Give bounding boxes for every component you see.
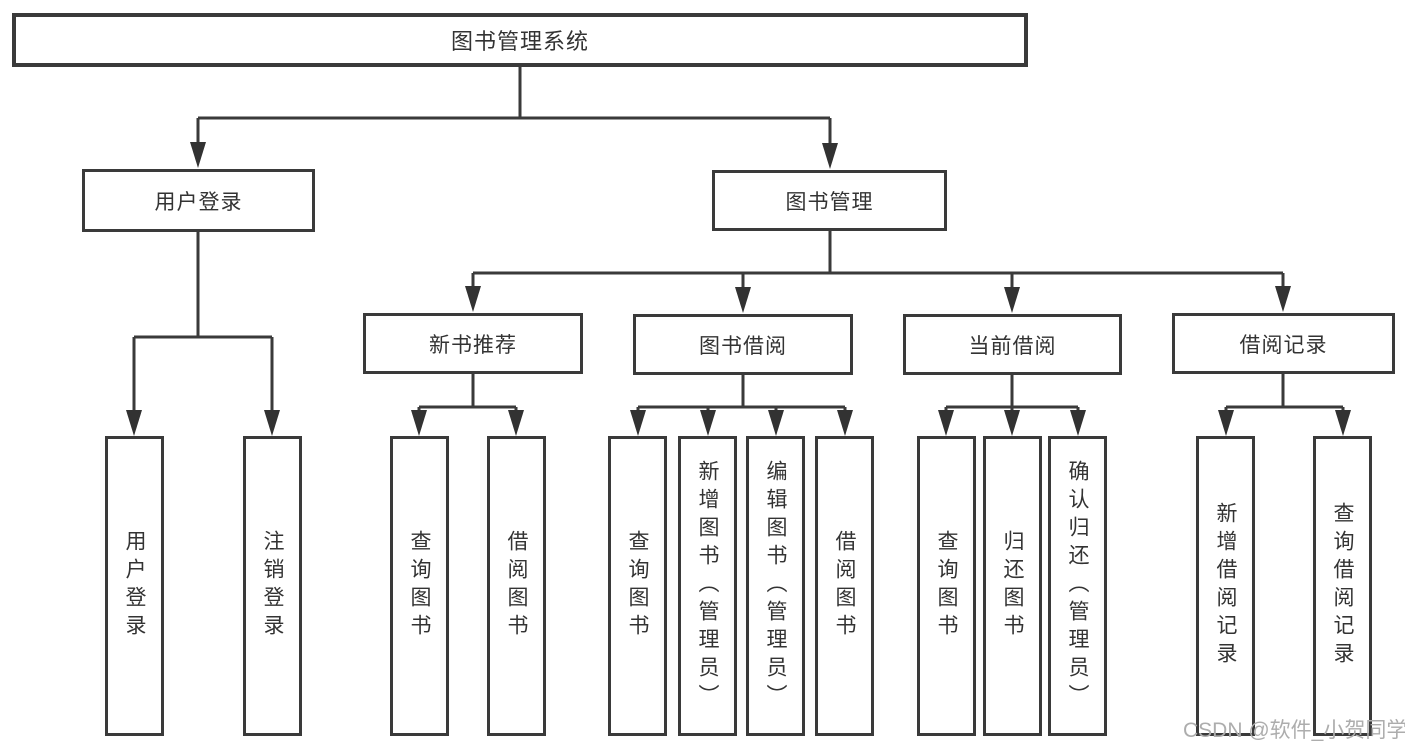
leaf-borrow-books-recommend: 借阅图书 (487, 436, 546, 736)
leaf-logout-label: 注销登录 (261, 530, 284, 642)
leaf-confirm-return-admin-label: 确认归还（管理员） (1066, 460, 1089, 712)
csdn-watermark: CSDN @软件_小贺同学 (1183, 719, 1405, 742)
leaf-confirm-return-admin: 确认归还（管理员） (1048, 436, 1107, 736)
arrowheads (126, 142, 1351, 436)
node-new-book-recommendation: 新书推荐 (363, 313, 583, 374)
leaf-query-books-current: 查询图书 (917, 436, 976, 736)
node-library-management-system: 图书管理系统 (12, 13, 1028, 67)
leaf-add-borrow-record-label: 新增借阅记录 (1214, 502, 1237, 670)
leaf-query-books-recommend: 查询图书 (390, 436, 449, 736)
node-book-management: 图书管理 (712, 170, 947, 231)
leaf-add-book-admin-label: 新增图书（管理员） (696, 460, 719, 712)
node-user-login: 用户登录 (82, 169, 315, 232)
leaf-user-login-label: 用户登录 (123, 530, 146, 642)
leaf-query-borrow-record-label: 查询借阅记录 (1331, 502, 1354, 670)
leaf-borrow-books: 借阅图书 (815, 436, 874, 736)
leaf-query-books-borrow-label: 查询图书 (626, 530, 649, 642)
node-borrowing-records: 借阅记录 (1172, 313, 1395, 374)
leaf-user-login: 用户登录 (105, 436, 164, 736)
leaf-edit-book-admin-label: 编辑图书（管理员） (764, 460, 787, 712)
leaf-edit-book-admin: 编辑图书（管理员） (746, 436, 805, 736)
leaf-query-borrow-record: 查询借阅记录 (1313, 436, 1372, 736)
leaf-borrow-books-recommend-label: 借阅图书 (505, 530, 528, 642)
node-book-borrowing: 图书借阅 (633, 314, 853, 375)
leaf-query-books-current-label: 查询图书 (935, 530, 958, 642)
leaf-query-books-recommend-label: 查询图书 (408, 530, 431, 642)
leaf-return-book: 归还图书 (983, 436, 1042, 736)
node-current-borrowing: 当前借阅 (903, 314, 1122, 375)
leaf-logout: 注销登录 (243, 436, 302, 736)
leaf-borrow-books-label: 借阅图书 (833, 530, 856, 642)
leaf-add-book-admin: 新增图书（管理员） (678, 436, 737, 736)
leaf-return-book-label: 归还图书 (1001, 530, 1024, 642)
leaf-query-books-borrow: 查询图书 (608, 436, 667, 736)
leaf-add-borrow-record: 新增借阅记录 (1196, 436, 1255, 736)
